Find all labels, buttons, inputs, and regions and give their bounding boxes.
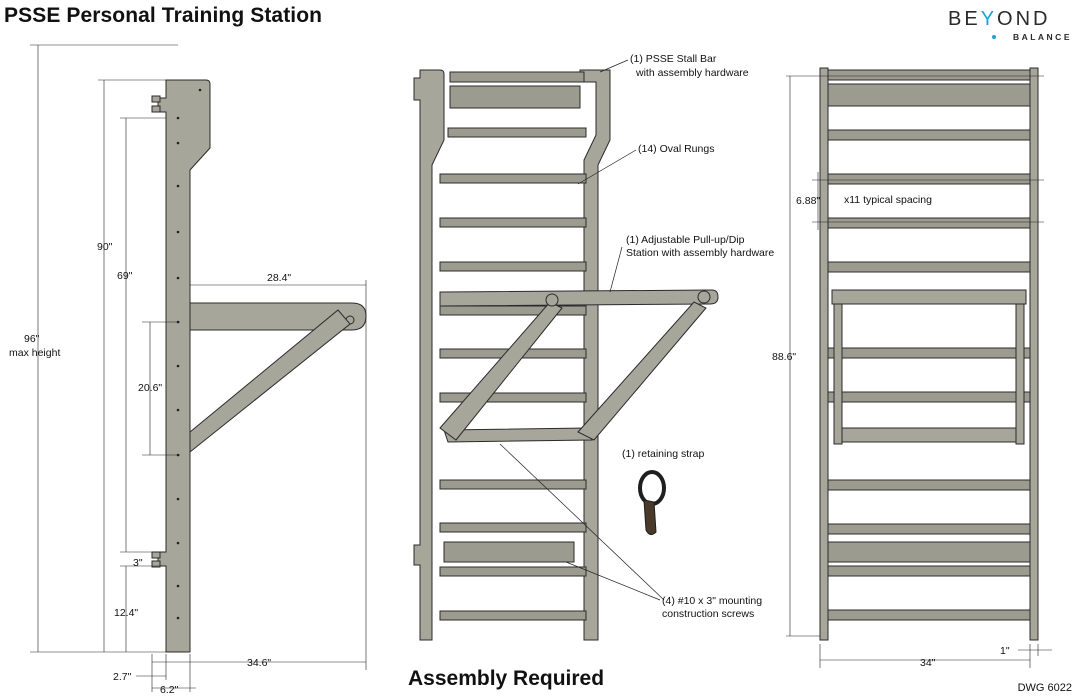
iso-leaders — [499, 59, 665, 601]
front-dim-height: 88.6" — [772, 351, 796, 363]
side-view: 96" max height 90" 69" 20.6" 3" 12.4" 28… — [9, 44, 367, 696]
iso-rung — [439, 392, 587, 403]
iso-station-bottom-bar — [443, 427, 593, 443]
iso-rung — [439, 261, 587, 272]
iso-rung — [439, 566, 587, 577]
side-dim-20-6: 20.6" — [138, 382, 162, 394]
side-dim-96: 96" — [24, 333, 40, 345]
front-rung — [827, 565, 1031, 577]
front-dim-width: 34" — [920, 657, 936, 669]
side-dim-3: 3" — [133, 557, 143, 569]
brand-logo: BEYOND BALANCE — [948, 8, 1072, 44]
front-top-rail — [827, 69, 1031, 81]
iso-rung — [447, 127, 587, 138]
side-dim-69: 69" — [117, 270, 133, 282]
logo-wordmark: BEYOND — [948, 8, 1051, 30]
side-bracket-bottom-a — [151, 551, 161, 559]
iso-callout-station: (1) Adjustable Pull-up/Dip — [626, 234, 745, 246]
iso-rung — [439, 217, 587, 228]
iso-left-upright — [413, 69, 445, 641]
iso-station-pivot-right — [697, 290, 711, 304]
logo-subtitle: BALANCE — [1012, 32, 1072, 42]
iso-station-pivot-left — [545, 293, 559, 307]
front-view: 6.88" x11 typical spacing 88.6" 34" 1" — [772, 67, 1052, 669]
front-station-top — [831, 289, 1027, 305]
side-dim-90: 90" — [97, 241, 113, 253]
front-bottom-board — [827, 541, 1031, 563]
front-rung — [827, 217, 1031, 229]
front-rung — [827, 479, 1031, 491]
iso-callout-station-2: Station with assembly hardware — [626, 247, 774, 259]
iso-station-right-brace — [577, 301, 707, 441]
logo-dot-icon — [992, 35, 996, 39]
front-dim-1: 1" — [1000, 645, 1010, 657]
side-bracket-top-b — [151, 105, 161, 113]
iso-retaining-strap — [638, 470, 666, 536]
front-right-upright — [1029, 67, 1039, 641]
iso-rung — [439, 522, 587, 533]
iso-rung — [439, 610, 587, 621]
front-rung — [827, 609, 1031, 621]
drawing-number: DWG 6022 — [1017, 682, 1072, 694]
iso-callout-screws-2: construction screws — [662, 608, 754, 620]
iso-station-left-brace — [439, 301, 563, 441]
side-dim-96-note: max height — [9, 347, 60, 359]
iso-rung — [439, 479, 587, 490]
front-dimensions — [786, 75, 1052, 668]
side-dim-6-2: 6.2" — [160, 684, 179, 696]
page-title: PSSE Personal Training Station — [4, 4, 323, 27]
front-rung — [827, 261, 1031, 273]
front-top-board — [827, 83, 1031, 107]
side-dim-12-4: 12.4" — [114, 607, 138, 619]
front-station-left — [833, 303, 843, 445]
side-dim-28-4: 28.4" — [267, 272, 291, 284]
side-dim-2-7: 2.7" — [113, 671, 132, 683]
front-dim-spacing: 6.88" — [796, 195, 820, 207]
front-station-right — [1015, 303, 1025, 445]
front-spacing-note: x11 typical spacing — [844, 194, 932, 206]
iso-top-board — [449, 85, 581, 109]
iso-callout-stall-bar-2: with assembly hardware — [635, 67, 749, 79]
front-rungs — [827, 129, 1031, 621]
iso-callout-rungs: (14) Oval Rungs — [638, 143, 714, 155]
side-upright — [157, 79, 211, 653]
front-rung — [827, 523, 1031, 535]
iso-right-upright — [579, 69, 611, 641]
assembly-note: Assembly Required — [408, 667, 605, 690]
front-rung — [827, 173, 1031, 185]
front-rung — [827, 129, 1031, 141]
side-bracket-top-a — [151, 95, 161, 103]
side-dim-34-6: 34.6" — [247, 657, 271, 669]
front-station-bottom — [841, 427, 1017, 443]
iso-rung — [439, 173, 587, 184]
iso-top-rail — [449, 71, 585, 83]
iso-rung — [439, 305, 587, 316]
side-brace — [189, 309, 351, 454]
side-bracket-bottom-b — [151, 560, 161, 568]
side-dimensions — [30, 44, 367, 692]
iso-callout-strap: (1) retaining strap — [622, 448, 704, 460]
iso-station-bar — [439, 289, 719, 307]
iso-view: (1) PSSE Stall Bar with assembly hardwar… — [413, 53, 774, 641]
iso-bottom-board — [443, 541, 575, 563]
iso-callout-screws: (4) #10 x 3" mounting — [662, 595, 762, 607]
front-left-upright — [819, 67, 829, 641]
front-rung — [827, 347, 1031, 359]
front-rung — [827, 391, 1031, 403]
iso-callout-stall-bar: (1) PSSE Stall Bar — [630, 53, 717, 65]
